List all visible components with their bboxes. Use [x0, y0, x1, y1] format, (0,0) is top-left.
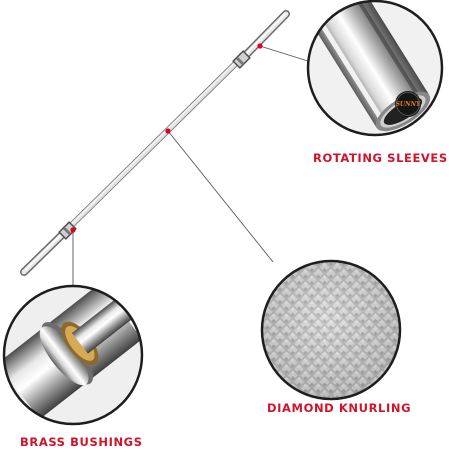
rotating-sleeves-label: ROTATING SLEEVES — [313, 151, 448, 165]
sleeve-closeup-image: SUNNY — [306, 0, 444, 137]
barbell-image — [20, 10, 290, 276]
leader-lines — [72, 45, 312, 286]
sunny-logo: SUNNY — [396, 101, 422, 108]
marker-dots — [70, 43, 263, 233]
bushing-closeup-image — [2, 284, 144, 426]
brass-bushings-label: BRASS BUSHINGS — [20, 435, 143, 449]
knurling-closeup-image — [260, 259, 402, 401]
diamond-knurling-label: DIAMOND KNURLING — [267, 401, 412, 415]
